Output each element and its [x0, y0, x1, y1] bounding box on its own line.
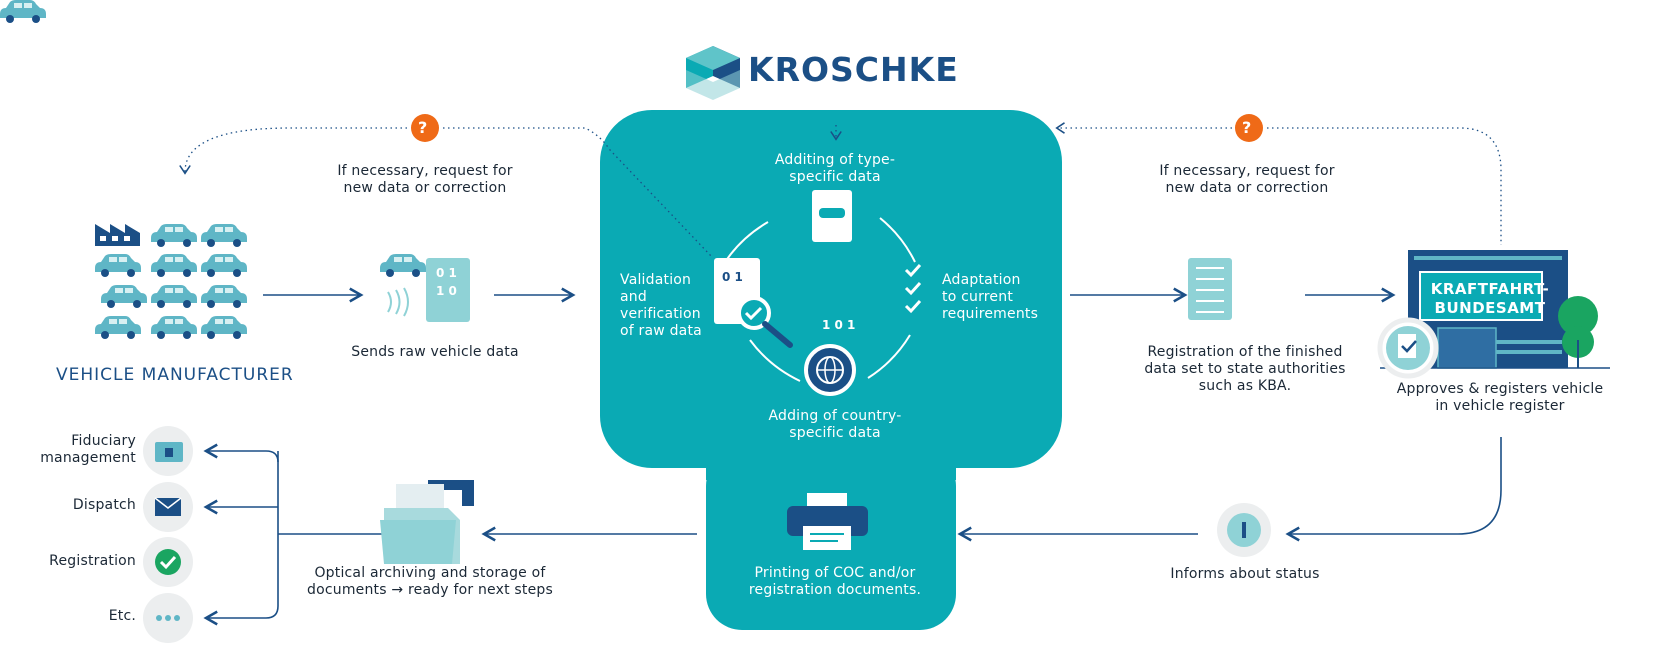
more-dots-icon [156, 615, 180, 621]
archiving-line2: documents → ready for next steps [307, 582, 553, 598]
binary-digits: 1 0 1 [822, 318, 856, 332]
printer-icon [787, 493, 868, 550]
printing-label: Printing of COC and/or registration docu… [730, 565, 940, 599]
validation-label: Validation and verification of raw data [620, 272, 730, 340]
archiving-line1: Optical archiving and storage of [314, 565, 546, 581]
manufacturer-title: VEHICLE MANUFACTURER [56, 365, 294, 385]
feedback-left-line2: new data or correction [343, 180, 507, 196]
data-server-icon [1188, 258, 1232, 320]
process-panel [600, 110, 1062, 630]
next-step-dispatch: Dispatch [72, 497, 136, 513]
adaptation-line3: requirements [942, 306, 1039, 322]
raw-data-transmit-icon [380, 254, 470, 322]
adaptation-line1: Adaptation [942, 272, 1021, 288]
question-mark: ? [1242, 118, 1252, 137]
kba-sign: KRAFTFAHRT- BUNDESAMT [1428, 280, 1552, 318]
archiving-label: Optical archiving and storage of documen… [295, 565, 565, 599]
vehicle-document-icon [812, 190, 852, 242]
printing-line1: Printing of COC and/or [754, 565, 916, 581]
question-mark: ? [418, 118, 428, 137]
registration-finished-label: Registration of the finished data set to… [1130, 344, 1360, 395]
validation-line4: of raw data [620, 323, 702, 339]
status-info-icon [1217, 503, 1271, 557]
kba-caption-line1: Approves & registers vehicle [1396, 381, 1604, 397]
next-step-etc: Etc. [108, 608, 136, 624]
adaptation-line2: to current [942, 289, 1014, 305]
validation-line2: and [620, 289, 647, 305]
informs-status-label: Informs about status [1170, 566, 1320, 582]
validation-line1: Validation [620, 272, 692, 288]
kba-line1: KRAFTFAHRT- [1430, 280, 1550, 298]
feedback-label-right: If necessary, request for new data or co… [1152, 163, 1342, 197]
country-data-label: Adding of country- specific data [750, 408, 920, 442]
registration-finished-line1: Registration of the finished [1147, 344, 1343, 360]
feedback-lines [179, 122, 1502, 258]
registration-finished-line2: data set to state authorities [1144, 361, 1346, 377]
registration-finished-line3: such as KBA. [1198, 378, 1292, 394]
feedback-label-left: If necessary, request for new data or co… [330, 163, 520, 197]
country-data-line2: specific data [789, 425, 881, 441]
binary-digits: 0 1 [436, 266, 457, 280]
next-step-fiduciary-line2: management [40, 450, 136, 466]
question-icon [411, 114, 1263, 142]
type-data-line2: specific data [789, 169, 881, 185]
sends-raw-label: Sends raw vehicle data [351, 344, 519, 360]
next-step-registration: Registration [49, 553, 136, 569]
globe-icon [804, 344, 856, 396]
country-data-line1: Adding of country- [768, 408, 902, 424]
adaptation-label: Adaptation to current requirements [942, 272, 1052, 323]
checklist-icon [904, 263, 922, 314]
magnifier-document-icon [714, 258, 793, 348]
type-data-label: Additing of type- specific data [760, 152, 910, 186]
folder-lock-icon [155, 442, 183, 462]
next-step-fiduciary: Fiduciary management [20, 433, 136, 467]
kroschke-logo-icon [686, 46, 740, 100]
approval-document-icon [1377, 317, 1439, 379]
kba-caption-line2: in vehicle register [1435, 398, 1565, 414]
feedback-right-line2: new data or correction [1165, 180, 1329, 196]
binary-digits: 1 0 [436, 284, 457, 298]
kba-caption: Approves & registers vehicle in vehicle … [1380, 381, 1620, 415]
process-cycle [719, 217, 916, 382]
kba-line2: BUNDESAMT [1434, 299, 1546, 317]
check-circle-icon [155, 549, 181, 575]
validation-line3: verification [620, 306, 701, 322]
binary-digits: 0 1 [722, 270, 743, 284]
next-step-fiduciary-line1: Fiduciary [71, 433, 136, 449]
feedback-left-line1: If necessary, request for [337, 163, 513, 179]
factory-icon [95, 224, 140, 246]
vehicle-fleet-icon [0, 0, 247, 339]
envelope-icon [154, 497, 182, 516]
feedback-right-line1: If necessary, request for [1159, 163, 1335, 179]
flow-arrows [203, 287, 1502, 626]
archive-folder-icon [380, 480, 474, 564]
type-data-line1: Additing of type- [774, 152, 896, 168]
brand-name: KROSCHKE [748, 50, 959, 89]
printing-line2: registration documents. [748, 582, 922, 598]
